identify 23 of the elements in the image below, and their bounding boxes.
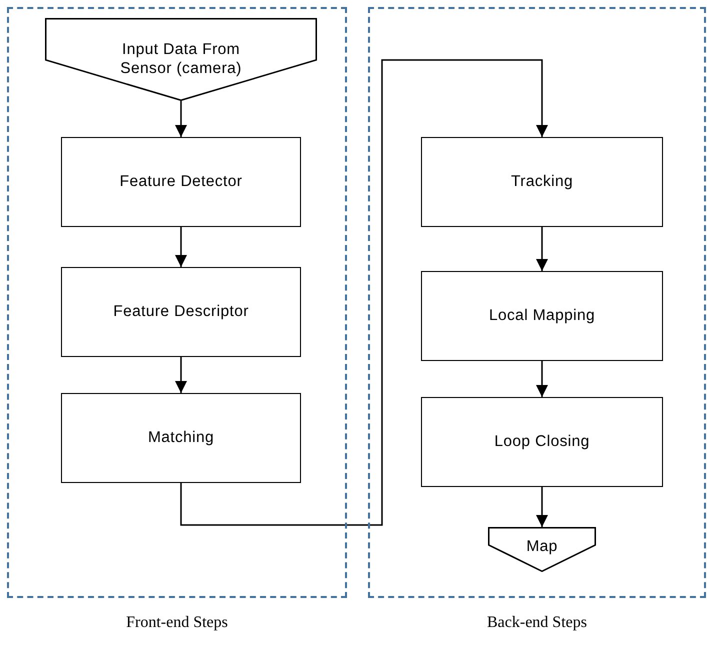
step-label: Tracking xyxy=(510,173,574,191)
group-caption: Front-end Steps xyxy=(125,614,229,632)
arrow xyxy=(536,361,548,397)
process-box xyxy=(421,271,663,361)
process-box xyxy=(421,397,663,487)
step-label: Loop Closing xyxy=(494,433,590,451)
step-label: Feature Detector xyxy=(120,173,242,191)
arrow xyxy=(175,227,187,267)
arrow xyxy=(175,357,187,393)
arrow xyxy=(175,101,187,137)
arrow xyxy=(536,227,548,271)
step-label: Input Data From Sensor (camera) xyxy=(119,40,243,79)
process-box xyxy=(61,393,301,483)
step-label: Map xyxy=(526,537,558,557)
group-caption: Back-end Steps xyxy=(486,614,588,632)
step-label: Matching xyxy=(148,429,214,447)
step-label: Local Mapping xyxy=(488,307,596,325)
process-box xyxy=(421,137,663,227)
process-box xyxy=(61,137,301,227)
process-box xyxy=(61,267,301,357)
arrow xyxy=(536,487,548,527)
step-label: Feature Descriptor xyxy=(113,303,249,321)
arrow xyxy=(180,59,548,526)
